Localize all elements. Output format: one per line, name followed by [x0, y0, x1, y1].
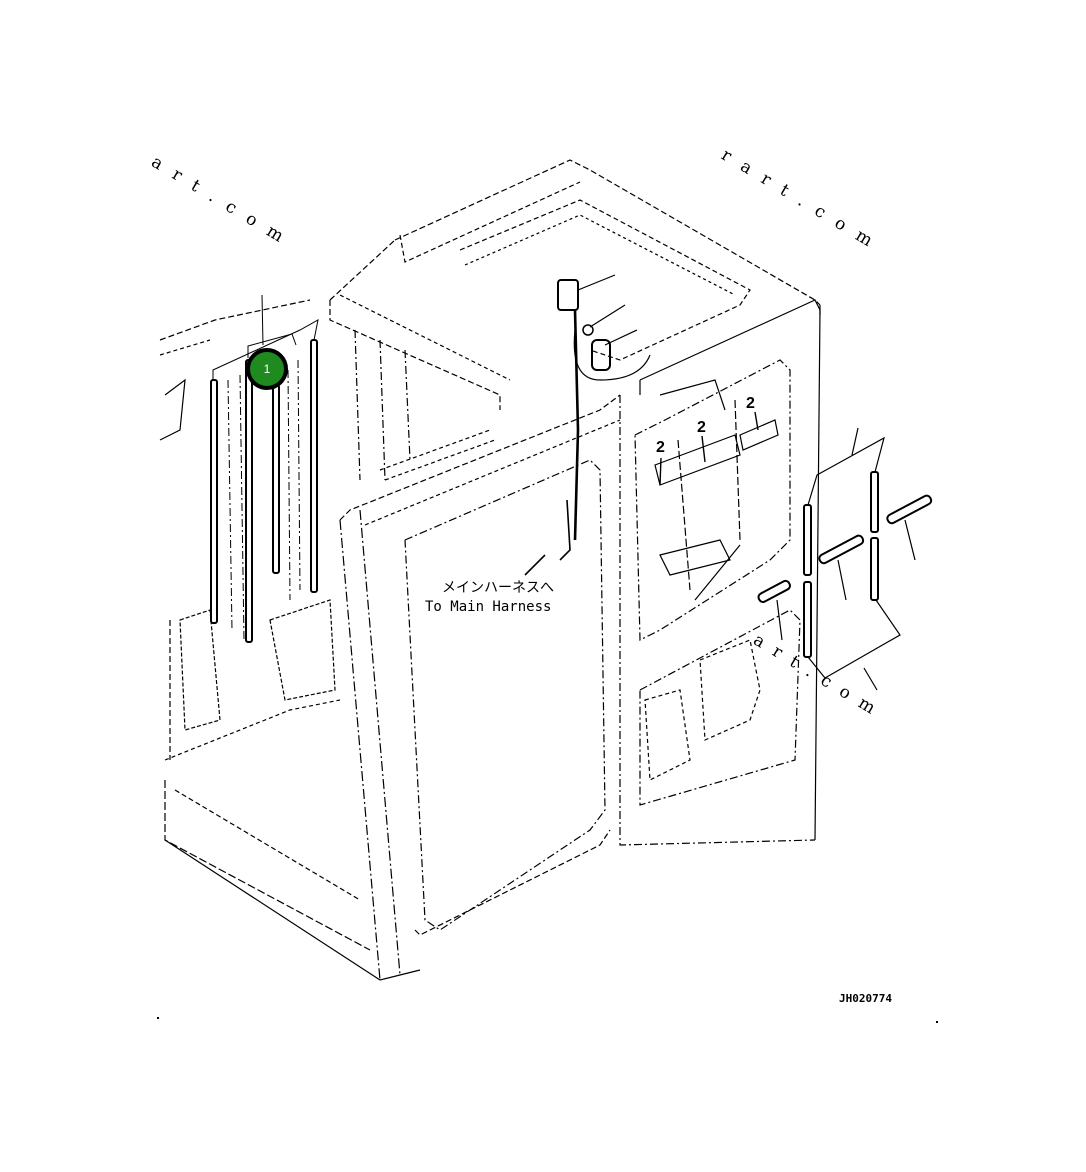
- callout-2-left: 2: [656, 439, 665, 456]
- cab-frame-lines: [159, 159, 821, 981]
- window-rods-group: [210, 339, 318, 643]
- exploded-leader-lines: [776, 427, 916, 691]
- callout-2-right: 2: [746, 395, 755, 412]
- harness-label-japanese: メインハーネスへ: [442, 580, 554, 596]
- callout-2-center: 2: [697, 419, 706, 436]
- figure-id: JH020774: [839, 992, 892, 1005]
- part-marker-number: 1: [263, 362, 271, 376]
- callout-2-leaders: [659, 411, 759, 486]
- corner-mark-left: [157, 1017, 159, 1019]
- part-marker-1[interactable]: 1: [246, 348, 288, 390]
- rod-bracket-lines: [212, 294, 319, 641]
- corner-mark-right: [936, 1021, 938, 1023]
- exploded-rods-group: [757, 471, 933, 658]
- harness-label-english: To Main Harness: [425, 599, 552, 615]
